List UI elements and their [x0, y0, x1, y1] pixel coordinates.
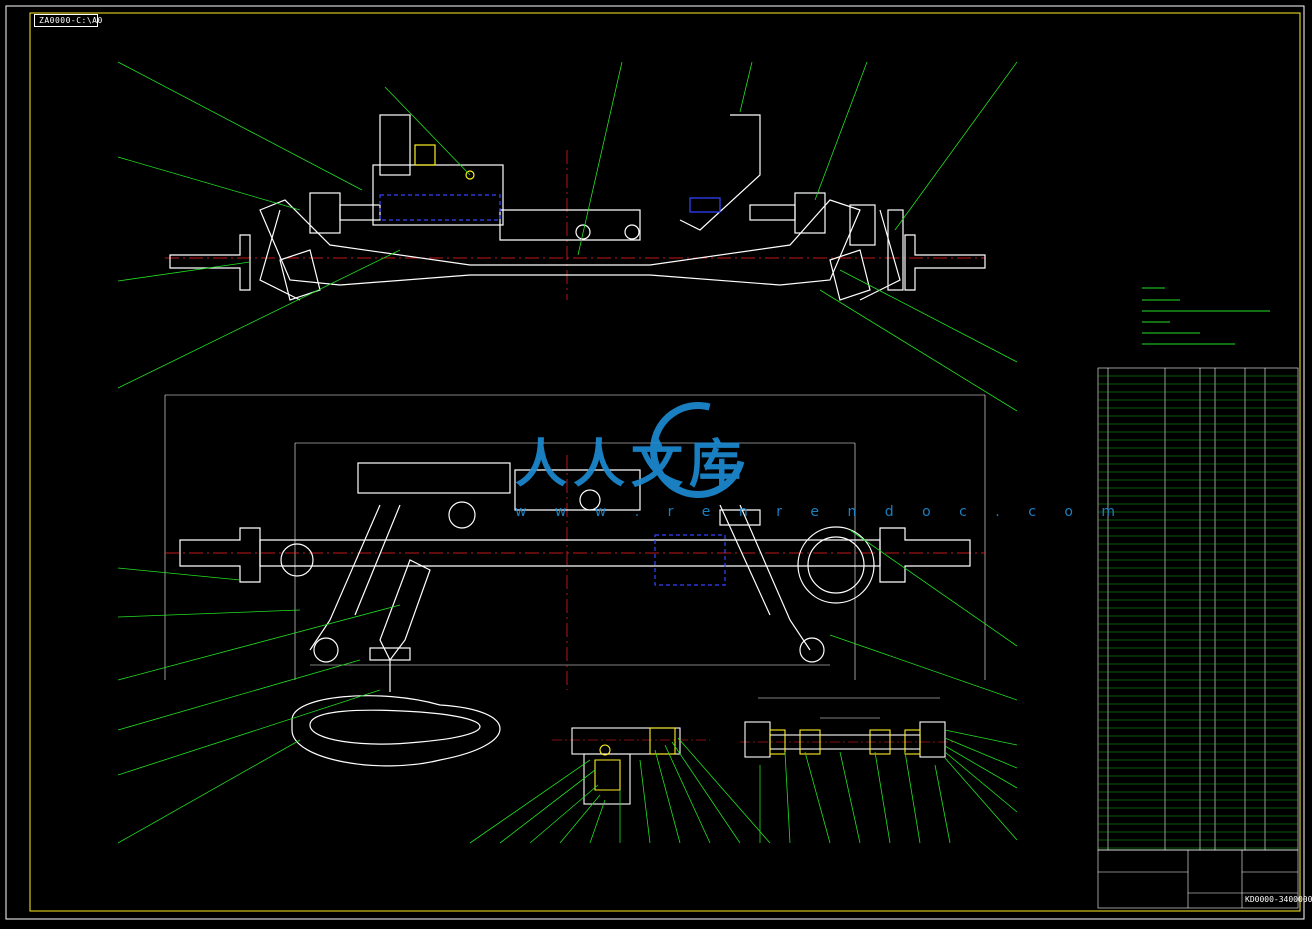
top-leaders [117, 61, 1018, 412]
section-a-a [552, 727, 710, 805]
top-view [165, 114, 986, 301]
sheet-tag: ZA0000-C:\A0 [34, 14, 102, 27]
title-block [1097, 849, 1299, 909]
parts-list [1097, 367, 1299, 851]
watermark: 人人文库 w w w . r e n r e n d o c . c o m [515, 384, 1115, 530]
watermark-url: w w w . r e n r e n d o c . c o m [515, 504, 1127, 520]
section-b-b-leaders [759, 729, 1018, 844]
section-a-a-leaders [469, 737, 771, 844]
technical-notes [1142, 287, 1270, 345]
front-leaders [117, 529, 1018, 844]
section-b-b [740, 697, 955, 758]
front-view [164, 394, 986, 767]
drawing-number: KD0000-3400000 [1245, 895, 1312, 904]
outer-border [5, 5, 1305, 920]
inner-border [29, 12, 1301, 912]
parts-list-rows [1098, 375, 1298, 849]
watermark-text: 人人文库 [515, 434, 748, 495]
